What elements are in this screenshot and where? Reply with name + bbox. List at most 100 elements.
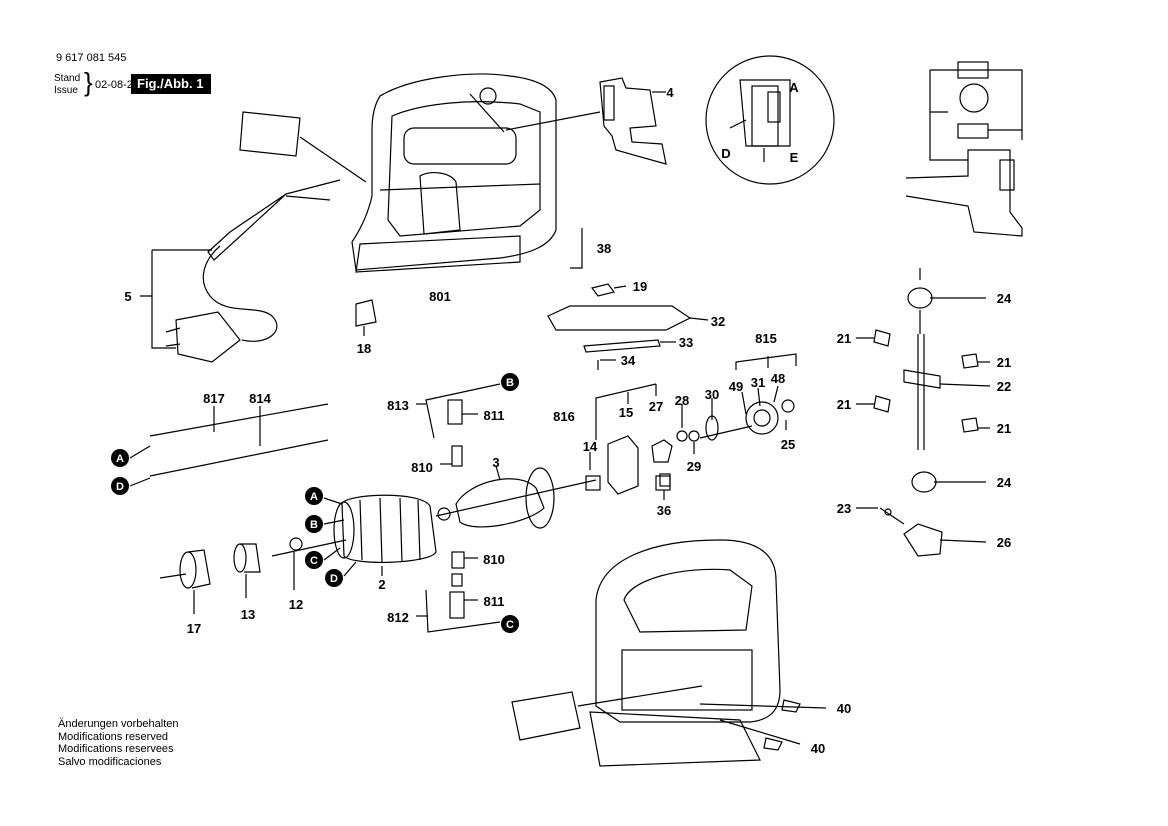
- housing-half: [351, 73, 557, 273]
- issue-date: 02-08-22: [95, 79, 140, 91]
- note-fr: Modifications reservees: [58, 743, 174, 755]
- part-label-38: 38: [597, 241, 611, 256]
- part-label-4: 4: [666, 85, 674, 100]
- power-cord: [165, 179, 341, 363]
- part-label-811-2: 811: [484, 594, 505, 609]
- part-label-814: 814: [249, 391, 271, 406]
- part-label-48: 48: [771, 371, 785, 386]
- part-15: [607, 435, 639, 495]
- document-number: 9 617 081 545: [56, 52, 127, 64]
- svg-text:C: C: [310, 555, 318, 567]
- rod-814: [149, 439, 329, 477]
- part-label-19: 19: [633, 279, 647, 294]
- marker-b-2: B: [305, 515, 323, 533]
- part-label-14: 14: [583, 439, 598, 454]
- marker-a-2: A: [305, 487, 323, 505]
- issue-label: Issue: [54, 85, 78, 96]
- gear-assembly: [699, 399, 795, 439]
- bearing-parts: [179, 537, 303, 589]
- part-label-21: 21: [837, 331, 851, 346]
- brush-holder-upper: [416, 383, 501, 467]
- rod-817: [149, 403, 329, 437]
- armature: [435, 467, 597, 529]
- marker-d-1: D: [111, 477, 129, 495]
- svg-text:D: D: [116, 481, 124, 493]
- svg-text:B: B: [310, 519, 318, 531]
- part-label-40-2: 40: [811, 741, 825, 756]
- part-label-813: 813: [387, 398, 409, 413]
- notes-block: Änderungen vorbehalten Modifications res…: [58, 718, 178, 768]
- part-label-812: 812: [387, 610, 409, 625]
- svg-text:A: A: [310, 491, 318, 503]
- part-label-31: 31: [751, 375, 765, 390]
- part-label-32: 32: [711, 314, 725, 329]
- circuit-schematic: [905, 61, 1023, 237]
- marker-a-1: A: [111, 449, 129, 467]
- housing-half-lower: [589, 539, 781, 767]
- part-label-33: 33: [679, 335, 693, 350]
- detail-label-d: D: [721, 146, 730, 161]
- part-19: [590, 283, 616, 297]
- part-label-2: 2: [378, 577, 385, 592]
- part-label-3: 3: [492, 455, 499, 470]
- detail-label-e: E: [790, 150, 799, 165]
- part-label-24: 24: [997, 291, 1012, 306]
- part-label-22: 22: [997, 379, 1011, 394]
- part-label-23: 23: [837, 501, 851, 516]
- svg-text:B: B: [506, 377, 514, 389]
- note-es: Salvo modificaciones: [58, 755, 162, 768]
- part-label-25: 25: [781, 437, 795, 452]
- part-label-801: 801: [429, 289, 451, 304]
- part-label-817: 817: [203, 391, 225, 406]
- part-label-21-2: 21: [997, 355, 1011, 370]
- part-label-27: 27: [649, 399, 663, 414]
- part-label-36: 36: [657, 503, 671, 518]
- part-label-815: 815: [755, 331, 777, 346]
- figure-tag: Fig./Abb. 1: [131, 74, 212, 94]
- svg-text:C: C: [506, 619, 514, 631]
- stand-label: Stand: [54, 73, 81, 84]
- part-label-30: 30: [705, 387, 719, 402]
- base-plate: [547, 305, 692, 331]
- part-label-13: 13: [241, 607, 255, 622]
- marker-b-1: B: [501, 373, 519, 391]
- part-18: [355, 299, 377, 327]
- svg-text:A: A: [116, 453, 124, 465]
- part-label-5: 5: [124, 289, 131, 304]
- detail-view: [705, 55, 835, 185]
- part-label-816: 816: [553, 409, 575, 424]
- label-plate-lower: [511, 691, 581, 741]
- brace-glyph: }: [84, 67, 93, 97]
- part-label-12: 12: [289, 597, 303, 612]
- part-36: [655, 475, 671, 491]
- part-label-24-2: 24: [997, 475, 1012, 490]
- note-en: Modifications reserved: [58, 730, 169, 743]
- part-label-29: 29: [687, 459, 701, 474]
- plunger-assembly: [879, 268, 943, 557]
- svg-text:D: D: [330, 573, 338, 585]
- detail-label-a: A: [789, 80, 799, 95]
- switch-part: [599, 77, 667, 165]
- part-label-17: 17: [187, 621, 201, 636]
- part-label-26: 26: [997, 535, 1011, 550]
- part-label-810-2: 810: [483, 552, 505, 567]
- stand-issue-labels: Stand Issue: [54, 73, 80, 97]
- brush-holder-lower: [416, 551, 501, 633]
- part-label-49: 49: [729, 379, 743, 394]
- part-label-34: 34: [621, 353, 636, 368]
- part-label-21-4: 21: [997, 421, 1011, 436]
- part-label-810: 810: [411, 460, 433, 475]
- part-33: [583, 339, 661, 353]
- label-plate: [239, 111, 301, 157]
- stator: [333, 494, 437, 563]
- note-de: Änderungen vorbehalten: [58, 718, 179, 730]
- part-label-811: 811: [484, 408, 505, 423]
- part-label-15: 15: [619, 405, 633, 420]
- marker-d-2: D: [325, 569, 343, 587]
- part-label-28: 28: [675, 393, 689, 408]
- marker-c-1: C: [501, 615, 519, 633]
- part-label-18: 18: [357, 341, 371, 356]
- part-label-40: 40: [837, 701, 851, 716]
- marker-c-2: C: [305, 551, 323, 569]
